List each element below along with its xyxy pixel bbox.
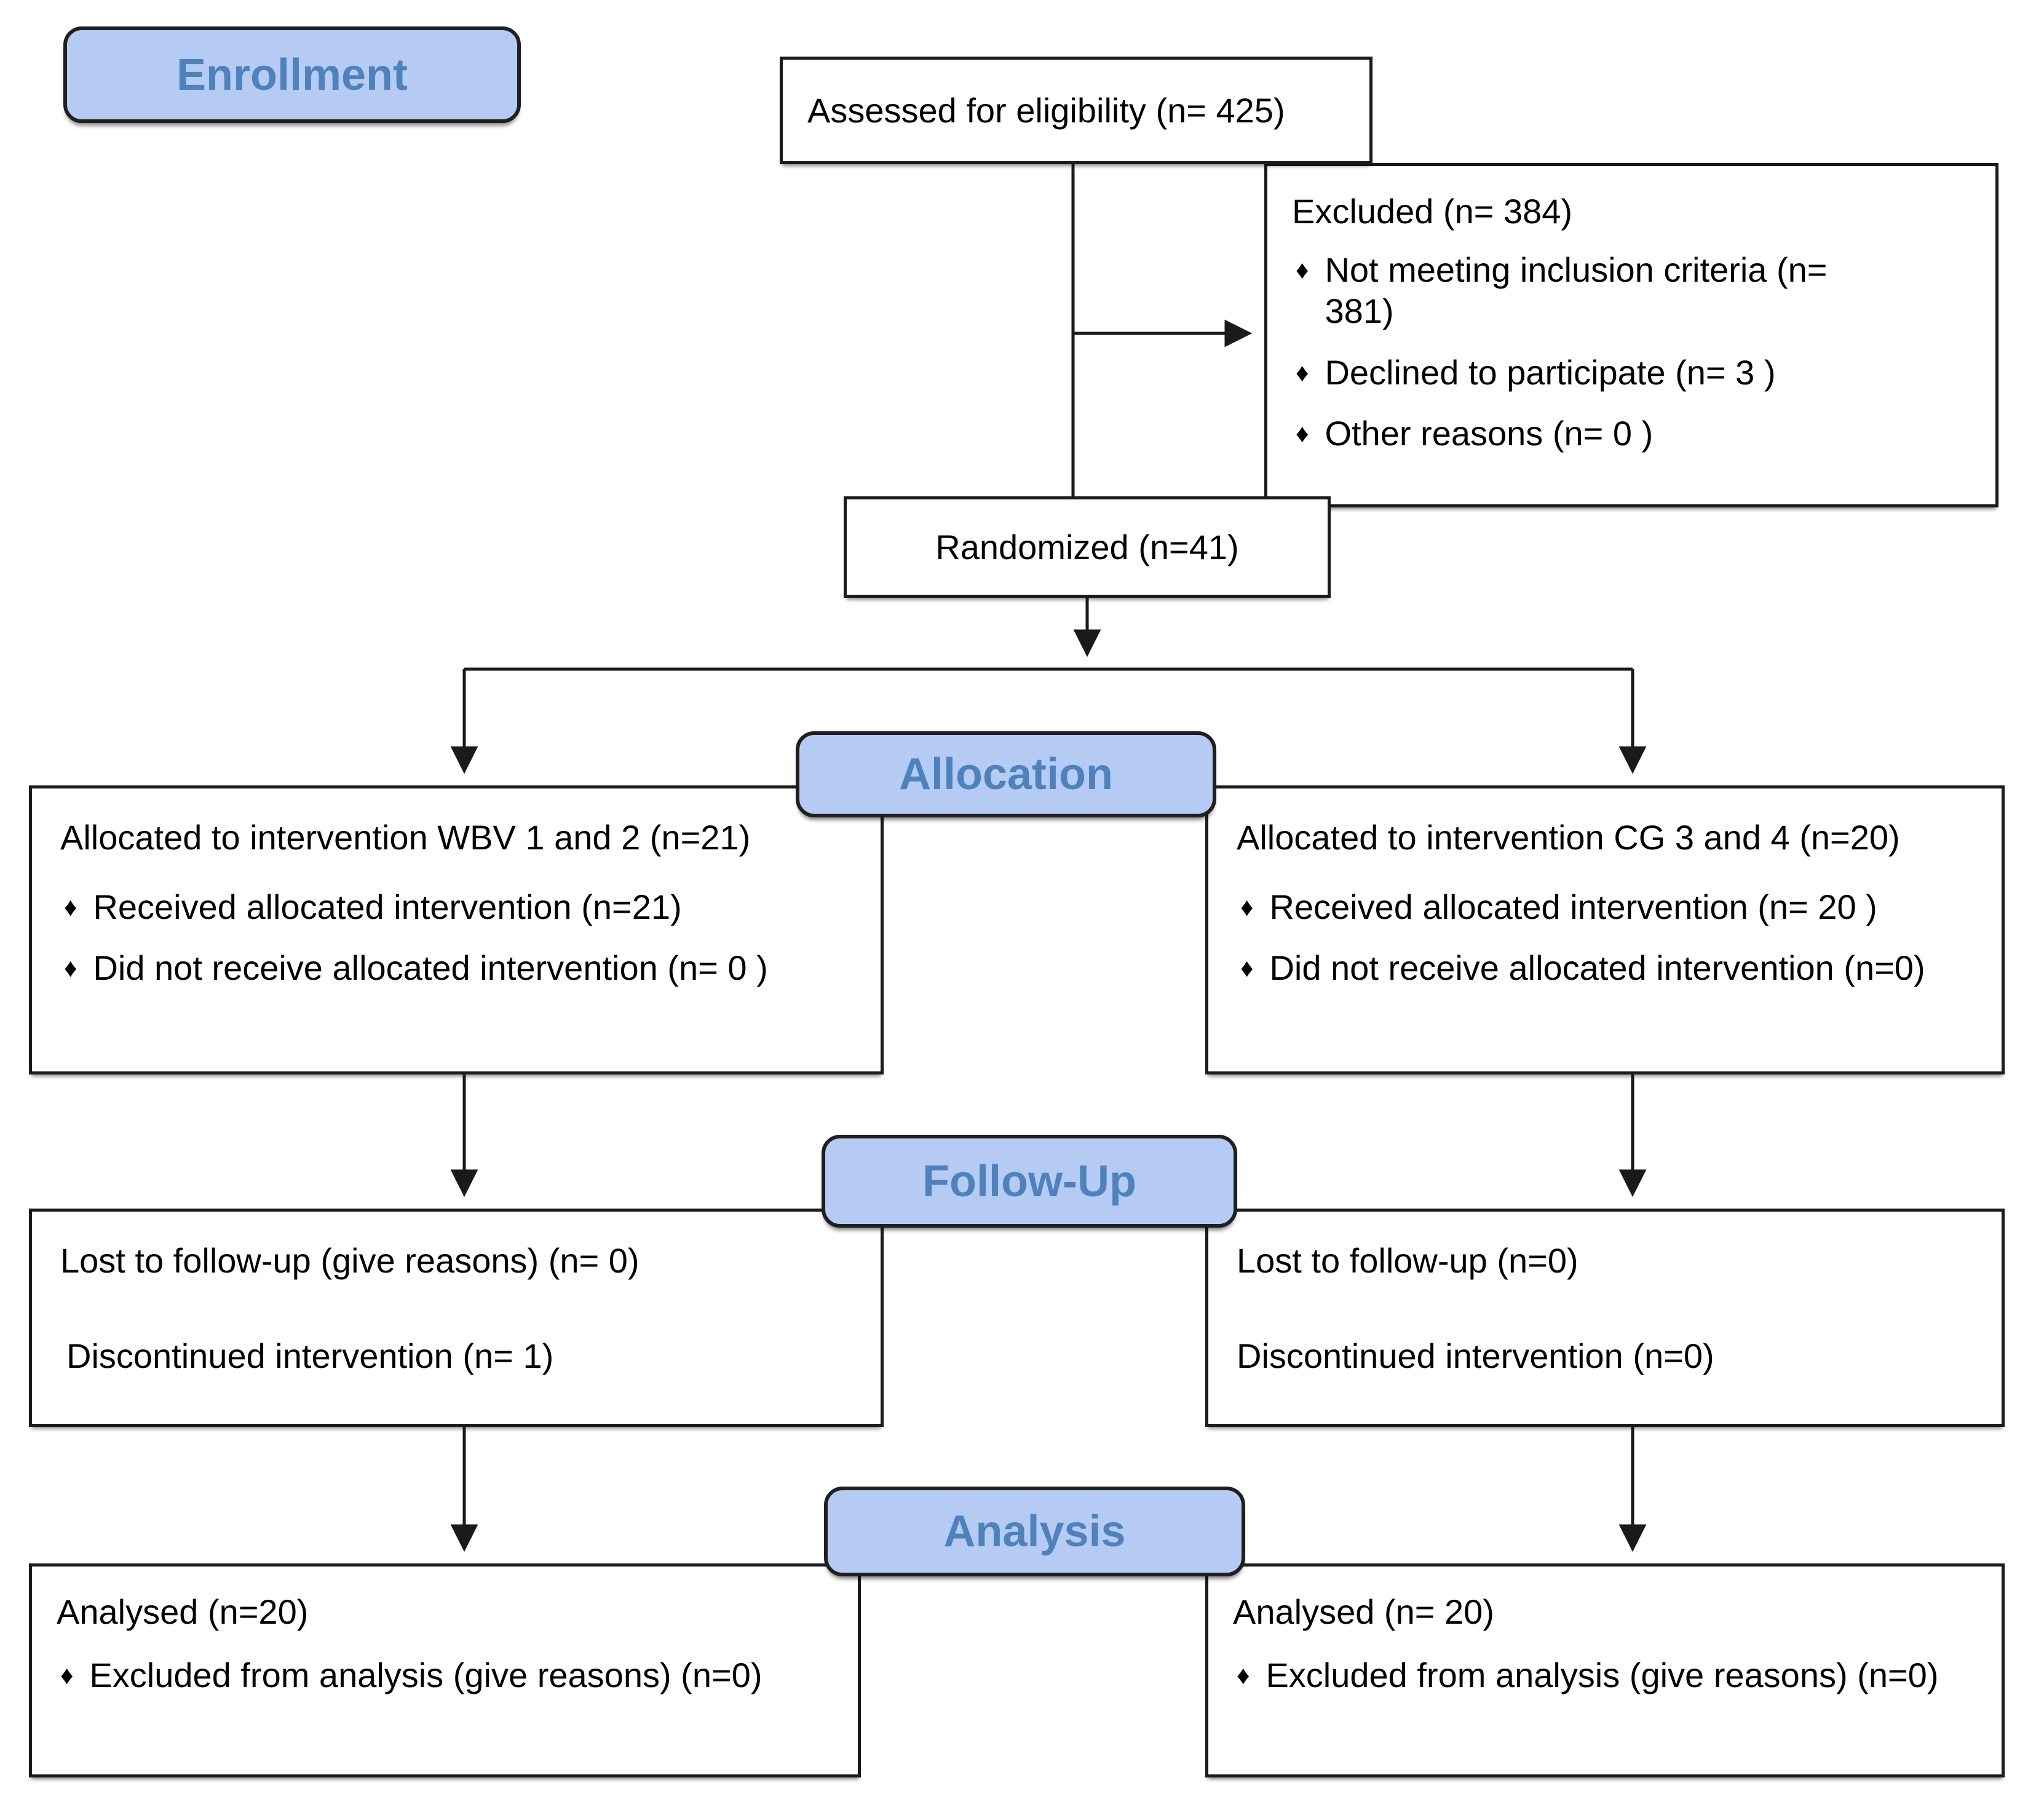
assessed-box: Assessed for eligibility (n= 425) <box>780 57 1373 164</box>
bullet-diamond-icon: ♦ <box>64 892 77 922</box>
bullet-diamond-icon: ♦ <box>1296 255 1309 285</box>
excluded-bullet-3-text: Other reasons (n= 0 ) <box>1325 413 1654 453</box>
allocation-left-bullet-1: ♦ Received allocated intervention (n=21) <box>60 886 863 927</box>
allocation-right-bullet-2: ♦ Did not receive allocated intervention… <box>1237 947 1984 988</box>
analysis-stage-label: Analysis <box>824 1487 1245 1576</box>
analysis-right-bullet-1-text: Excluded from analysis (give reasons) (n… <box>1266 1656 1939 1695</box>
bullet-diamond-icon: ♦ <box>1296 418 1309 448</box>
analysis-left-bullet-1-text: Excluded from analysis (give reasons) (n… <box>89 1656 763 1695</box>
bullet-diamond-icon: ♦ <box>1240 953 1254 983</box>
excluded-bullet-2-text: Declined to participate (n= 3 ) <box>1325 352 1776 392</box>
allocation-right-bullet-2-text: Did not receive allocated intervention (… <box>1269 948 1925 988</box>
follow-up-left-box: Lost to follow-up (give reasons) (n= 0) … <box>29 1209 884 1427</box>
excluded-box: Excluded (n= 384) ♦ Not meeting inclusio… <box>1264 163 1998 507</box>
excluded-title: Excluded (n= 384) <box>1292 192 1573 231</box>
analysis-right-box: Analysed (n= 20) ♦ Excluded from analysi… <box>1205 1563 2005 1777</box>
allocation-left-box: Allocated to intervention WBV 1 and 2 (n… <box>29 785 884 1074</box>
follow-up-stage-label: Follow-Up <box>822 1135 1237 1228</box>
allocation-stage-label: Allocation <box>796 731 1216 817</box>
randomized-text: Randomized (n=41) <box>935 527 1239 566</box>
excluded-bullet-2: ♦ Declined to participate (n= 3 ) <box>1292 352 1978 393</box>
allocation-right-title: Allocated to intervention CG 3 and 4 (n=… <box>1237 818 1900 857</box>
analysis-left-box: Analysed (n=20) ♦ Excluded from analysis… <box>29 1563 861 1777</box>
randomized-box: Randomized (n=41) <box>844 496 1331 598</box>
follow-up-right-line-1: Lost to follow-up (n=0) <box>1237 1241 1579 1280</box>
allocation-right-box: Allocated to intervention CG 3 and 4 (n=… <box>1205 785 2005 1074</box>
excluded-bullet-1: ♦ Not meeting inclusion criteria (n= 381… <box>1292 249 1978 332</box>
follow-up-left-line-1: Lost to follow-up (give reasons) (n= 0) <box>60 1241 640 1280</box>
follow-up-right-box: Lost to follow-up (n=0) Discontinued int… <box>1205 1209 2005 1427</box>
excluded-bullet-1-text: Not meeting inclusion criteria (n= 381) <box>1325 250 1828 331</box>
bullet-diamond-icon: ♦ <box>1240 892 1254 922</box>
enrollment-stage-label: Enrollment <box>63 26 521 123</box>
allocation-left-bullet-2: ♦ Did not receive allocated intervention… <box>60 947 863 988</box>
bullet-diamond-icon: ♦ <box>64 953 77 983</box>
follow-up-left-line-2: Discontinued intervention (n= 1) <box>66 1336 554 1376</box>
allocation-right-bullet-1-text: Received allocated intervention (n= 20 ) <box>1269 888 1877 927</box>
bullet-diamond-icon: ♦ <box>1237 1661 1250 1690</box>
assessed-text: Assessed for eligibility (n= 425) <box>807 90 1285 130</box>
bullet-diamond-icon: ♦ <box>1296 357 1309 387</box>
analysis-right-title: Analysed (n= 20) <box>1233 1592 1494 1631</box>
analysis-left-title: Analysed (n=20) <box>57 1592 309 1631</box>
analysis-right-bullet-1: ♦ Excluded from analysis (give reasons) … <box>1233 1654 1984 1696</box>
allocation-right-bullet-1: ♦ Received allocated intervention (n= 20… <box>1237 886 1984 927</box>
analysis-left-bullet-1: ♦ Excluded from analysis (give reasons) … <box>57 1654 841 1696</box>
allocation-left-title: Allocated to intervention WBV 1 and 2 (n… <box>60 818 751 857</box>
follow-up-right-line-2: Discontinued intervention (n=0) <box>1237 1336 1714 1376</box>
bullet-diamond-icon: ♦ <box>60 1661 74 1690</box>
allocation-left-bullet-1-text: Received allocated intervention (n=21) <box>93 888 682 927</box>
allocation-left-bullet-2-text: Did not receive allocated intervention (… <box>93 948 768 988</box>
excluded-bullet-3: ♦ Other reasons (n= 0 ) <box>1292 413 1978 454</box>
